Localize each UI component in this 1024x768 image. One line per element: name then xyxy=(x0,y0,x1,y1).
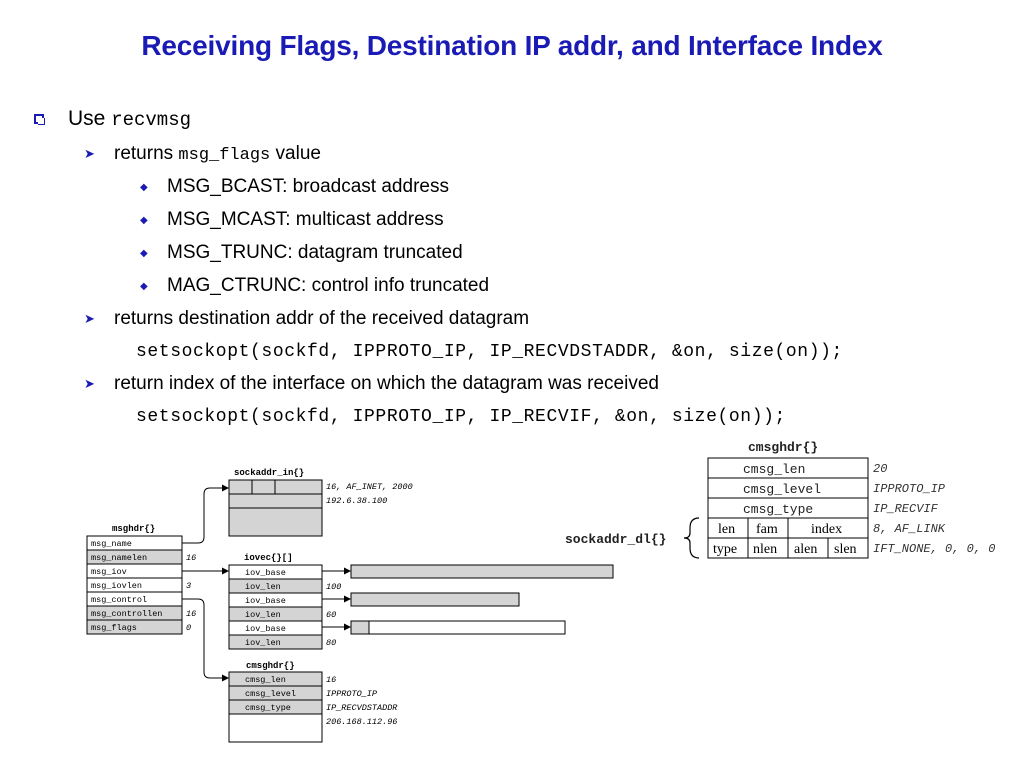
msghdr-field: msg_iov xyxy=(91,567,127,577)
cmsghdr-value: 206.168.112.96 xyxy=(326,717,397,727)
sdl-cell: slen xyxy=(834,542,857,557)
sdl-cell: type xyxy=(713,542,737,557)
cmsghdr-right-value: IP_RECVIF xyxy=(873,502,939,516)
flag-item: MSG_BCAST: broadcast address xyxy=(167,176,449,197)
sockaddr-dl-label: sockaddr_dl{} xyxy=(565,532,666,547)
flags-prefix: returns xyxy=(114,143,179,164)
iovec-field: iov_base xyxy=(245,596,286,606)
sockaddr-value: 16, AF_INET, 2000 xyxy=(326,482,413,492)
cmsghdr-right-field: cmsg_type xyxy=(743,502,813,517)
iovec-value: 100 xyxy=(326,582,341,592)
msghdr-field: msg_namelen xyxy=(91,553,147,563)
bullet-iface-index: return index of the interface on which t… xyxy=(114,373,659,394)
dest-code-line: setsockopt(sockfd, IPPROTO_IP, IP_RECVDS… xyxy=(136,342,843,362)
bullet-msg-flags: returns msg_flags value xyxy=(114,143,321,165)
iovec-field: iov_base xyxy=(245,624,286,634)
cmsghdr-value: IP_RECVDSTADDR xyxy=(326,703,398,713)
flag-item: MAG_CTRUNC: control info truncated xyxy=(167,275,490,296)
sdl-cell: nlen xyxy=(753,542,777,557)
cmsghdr-right-value: 20 xyxy=(873,462,887,476)
brace-icon xyxy=(683,517,700,559)
sdl-cell: index xyxy=(811,522,842,537)
square-bullet-icon xyxy=(34,114,45,125)
cmsghdr-left-title: cmsghdr{} xyxy=(246,661,295,671)
flags-suffix: value xyxy=(270,143,321,164)
msghdr-value: 16 xyxy=(186,553,196,563)
iface-code-line: setsockopt(sockfd, IPPROTO_IP, IP_RECVIF… xyxy=(136,407,786,427)
msghdr-value: 16 xyxy=(186,609,196,619)
msghdr-field: msg_flags xyxy=(91,623,137,633)
msghdr-title: msghdr{} xyxy=(112,524,155,534)
iovec-field: iov_len xyxy=(245,610,281,620)
arrow-bullet-icon: ➤ xyxy=(84,376,95,391)
diamond-bullet-icon: ◆ xyxy=(140,281,148,292)
bullet-dest-addr: returns destination addr of the received… xyxy=(114,308,530,329)
iovec-value: 60 xyxy=(326,610,336,620)
sdl-cell: fam xyxy=(756,522,778,537)
msghdr-field: msg_name xyxy=(91,539,132,549)
msghdr-box xyxy=(86,535,183,635)
iovec-value: 80 xyxy=(326,638,336,648)
cmsghdr-right-field: cmsg_len xyxy=(743,462,805,477)
arrow-bullet-icon: ➤ xyxy=(84,146,95,161)
cmsghdr-right-field: cmsg_level xyxy=(743,482,821,497)
diamond-bullet-icon: ◆ xyxy=(140,182,148,193)
msghdr-value: 3 xyxy=(186,581,191,591)
iovec-title: iovec{}[] xyxy=(244,553,293,563)
sdl-cell: len xyxy=(718,522,735,537)
sockaddr-in-title: sockaddr_in{} xyxy=(234,468,304,478)
cmsghdr-field: cmsg_len xyxy=(245,675,286,685)
cmsghdr-right-value: 8, AF_LINK xyxy=(873,522,946,536)
msghdr-value: 0 xyxy=(186,623,191,633)
cmsghdr-right-value: IFT_NONE, 0, 0, 0 xyxy=(873,542,995,556)
cmsghdr-field: cmsg_level xyxy=(245,689,296,699)
arrow-bullet-icon: ➤ xyxy=(84,311,95,326)
sdl-cell: alen xyxy=(794,542,817,557)
cmsghdr-right-value: IPPROTO_IP xyxy=(873,482,946,496)
use-prefix: Use xyxy=(68,107,112,130)
msghdr-field: msg_iovlen xyxy=(91,581,142,591)
flag-item: MSG_TRUNC: datagram truncated xyxy=(167,242,463,263)
iovec-field: iov_base xyxy=(245,568,286,578)
msghdr-field: msg_controllen xyxy=(91,609,162,619)
msg-flags-code: msg_flags xyxy=(178,146,271,165)
cmsghdr-value: 16 xyxy=(326,675,336,685)
sockaddr-value: 192.6.38.100 xyxy=(326,496,387,506)
cmsghdr-value: IPPROTO_IP xyxy=(326,689,378,699)
slide-title: Receiving Flags, Destination IP addr, an… xyxy=(141,30,883,61)
diamond-bullet-icon: ◆ xyxy=(140,248,148,259)
bullet-use-recvmsg: Use recvmsg xyxy=(68,107,191,131)
iovec-field: iov_len xyxy=(245,582,281,592)
cmsghdr-right-title: cmsghdr{} xyxy=(748,440,818,455)
iovec-field: iov_len xyxy=(245,638,281,648)
flag-item: MSG_MCAST: multicast address xyxy=(167,209,444,230)
diamond-bullet-icon: ◆ xyxy=(140,215,148,226)
cmsghdr-field: cmsg_type xyxy=(245,703,291,713)
recvmsg-code: recvmsg xyxy=(111,109,192,131)
msghdr-field: msg_control xyxy=(91,595,147,605)
